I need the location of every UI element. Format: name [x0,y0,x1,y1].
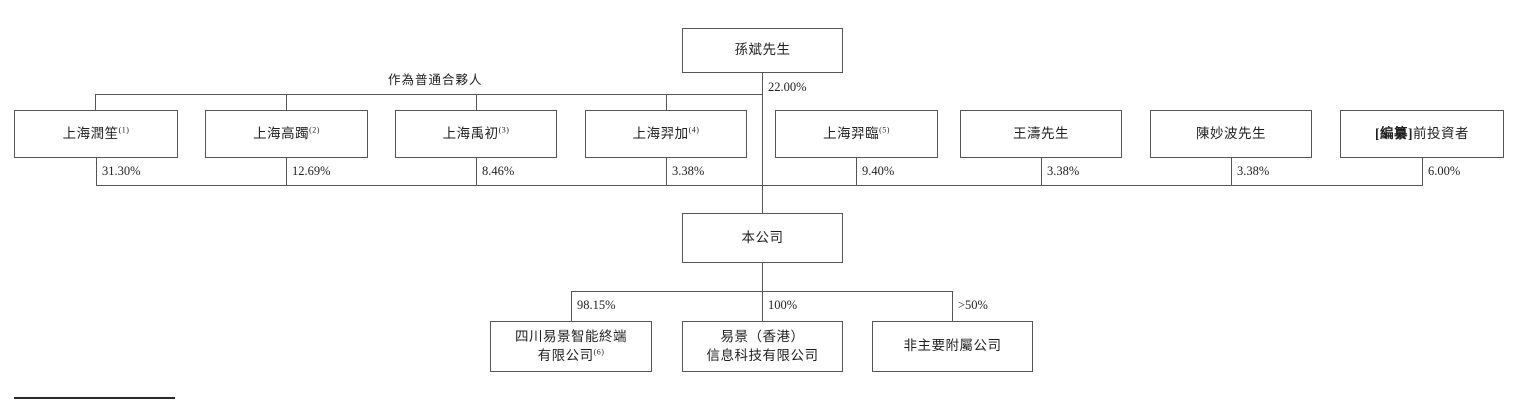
node-controller: 孫斌先生 [682,28,843,73]
connector-drop-3 [476,158,477,186]
node-subsidiary-2-line1: 易景（香港） [720,329,805,345]
node-shareholder-4-label: 上海羿加(4) [632,125,700,141]
pct-shareholder-4: 3.38% [672,164,705,178]
connector-sub-drop-1 [571,291,572,321]
connector-sub-drop-3 [952,291,953,321]
connector-drop-1 [96,158,97,186]
pct-subsidiary-1: 98.15% [577,298,616,312]
node-subsidiary-1-line1: 四川易景智能終端 [515,329,627,345]
connector-gp-tick-1 [95,94,96,110]
connector-drop-8 [1422,158,1423,186]
node-company: 本公司 [682,213,843,263]
node-shareholder-2: 上海高躅(2) [205,110,368,158]
node-subsidiary-3-line1: 非主要附屬公司 [903,338,1002,354]
connector-trunk-bottom [762,263,763,292]
node-subsidiary-2: 易景（香港） 信息科技有限公司 [682,321,843,372]
node-shareholder-2-label: 上海高躅(2) [253,125,320,141]
node-shareholder-1: 上海潤笙(1) [14,110,178,158]
connector-sub-drop-2 [762,291,763,321]
pct-shareholder-3: 8.46% [482,164,515,178]
connector-drop-5 [856,158,857,186]
footnote-rule [14,397,175,399]
connector-drop-2 [286,158,287,186]
node-subsidiary-1: 四川易景智能終端 有限公司(6) [490,321,652,372]
node-subsidiary-1-line2: 有限公司(6) [537,347,605,363]
node-controller-label: 孫斌先生 [734,42,791,58]
node-shareholder-8-label: [編纂]前投資者 [1375,125,1469,141]
connector-gp-tick-2 [286,94,287,110]
node-shareholder-6-label: 王濤先生 [1013,125,1069,141]
pct-shareholder-5: 9.40% [862,164,895,178]
node-shareholder-6: 王濤先生 [960,110,1122,158]
node-shareholder-4: 上海羿加(4) [585,110,747,158]
connector-ownership-bus [96,185,1422,186]
gp-label: 作為普通合夥人 [388,73,483,87]
connector-gp-line [95,94,762,95]
node-shareholder-8: [編纂]前投資者 [1340,110,1504,158]
node-shareholder-3: 上海禹初(3) [395,110,557,158]
node-subsidiary-3: 非主要附屬公司 [872,321,1033,372]
node-shareholder-7: 陳妙波先生 [1150,110,1312,158]
node-shareholder-7-label: 陳妙波先生 [1196,125,1266,141]
node-company-label: 本公司 [741,229,784,245]
connector-trunk-top [762,73,763,213]
pct-shareholder-1: 31.30% [102,164,141,178]
pct-shareholder-7: 3.38% [1237,164,1270,178]
connector-drop-6 [1041,158,1042,186]
pct-subsidiary-3: >50% [958,298,988,312]
connector-gp-tick-4 [666,94,667,110]
pct-shareholder-2: 12.69% [292,164,331,178]
node-shareholder-3-label: 上海禹初(3) [442,125,510,141]
node-shareholder-1-label: 上海潤笙(1) [62,125,130,141]
node-subsidiary-2-line2: 信息科技有限公司 [706,347,819,363]
connector-drop-7 [1231,158,1232,186]
pct-shareholder-6: 3.38% [1047,164,1080,178]
connector-gp-tick-3 [476,94,477,110]
pct-controller-company: 22.00% [768,80,807,94]
node-shareholder-5-label: 上海羿臨(5) [823,125,890,141]
pct-shareholder-8: 6.00% [1428,164,1461,178]
pct-subsidiary-2: 100% [768,298,798,312]
connector-drop-4 [666,158,667,186]
node-shareholder-5: 上海羿臨(5) [775,110,938,158]
